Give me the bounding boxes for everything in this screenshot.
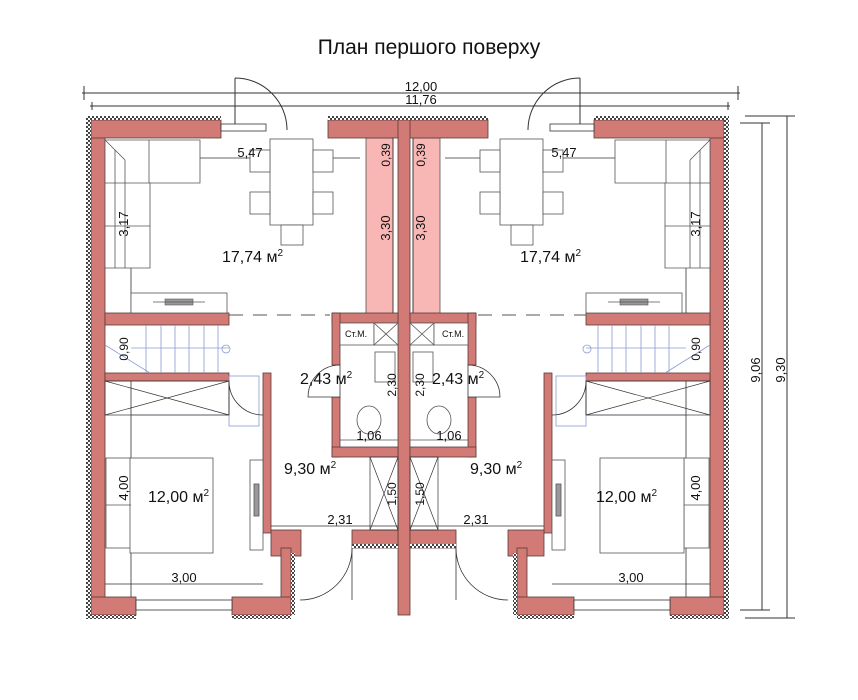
- left-hall-area: 9,30 м2: [284, 460, 337, 478]
- right-bathroom-width: 1,06: [436, 428, 461, 443]
- right-living-width: 5,47: [551, 145, 576, 160]
- right-closet-label: Ст.М.: [442, 329, 464, 339]
- left-hall-width: 2,31: [327, 512, 352, 527]
- left-bathroom-width: 1,06: [356, 428, 381, 443]
- right-living-depth: 3,17: [688, 211, 703, 236]
- right-bedroom-depth: 4,00: [688, 475, 703, 500]
- left-bedroom-width: 3,00: [171, 570, 196, 585]
- left-well-gap: 0,39: [379, 143, 393, 167]
- right-hall-area: 9,30 м2: [470, 460, 523, 478]
- right-vestibule-dim: 1,50: [413, 482, 427, 506]
- right-stair-width: 0,90: [689, 337, 703, 361]
- left-living-width: 5,47: [237, 145, 262, 160]
- sofa-right: [614, 139, 711, 269]
- left-living-depth: 3,17: [116, 211, 131, 236]
- right-bedroom-width: 3,00: [618, 570, 643, 585]
- plan-title: План першого поверху: [317, 36, 541, 59]
- right-dimensions: [740, 115, 795, 619]
- left-closet-label: Ст.М.: [345, 329, 367, 339]
- top-door-right: [527, 77, 581, 131]
- bathroom-fixtures: [339, 322, 469, 441]
- sofa-left: [104, 139, 201, 269]
- right-bathroom-area: 2,43 м2: [432, 370, 485, 388]
- right-living-area: 17,74 м2: [520, 248, 581, 266]
- wardrobe-left: [249, 459, 264, 551]
- left-vestibule-dim: 1,50: [385, 482, 399, 506]
- right-hall-width: 2,31: [463, 512, 488, 527]
- right-well-length: 3,30: [413, 215, 428, 240]
- left-bedroom-depth: 4,00: [116, 475, 131, 500]
- dim-height-inner: 9,06: [748, 357, 763, 382]
- left-living-area: 17,74 м2: [222, 248, 283, 266]
- tv-unit-right: [585, 292, 683, 314]
- right-well-gap: 0,39: [414, 143, 428, 167]
- walls: [90, 119, 725, 616]
- top-door-left: [234, 77, 288, 131]
- dining-table-left: [249, 138, 334, 246]
- right-bedroom-area: 12,00 м2: [596, 488, 657, 506]
- dim-height-outer: 9,30: [773, 357, 788, 382]
- bed-right: [599, 457, 710, 554]
- left-bathroom-area: 2,43 м2: [300, 370, 353, 388]
- left-bedroom-area: 12,00 м2: [148, 488, 209, 506]
- wardrobe-right: [551, 459, 566, 551]
- dining-table-right: [479, 138, 564, 246]
- right-bathroom-depth: 2,30: [413, 373, 427, 397]
- left-well-length: 3,30: [378, 215, 393, 240]
- tv-unit-left: [130, 292, 228, 314]
- top-dimensions: [82, 86, 740, 110]
- bed-left: [105, 457, 214, 554]
- left-bathroom-depth: 2,30: [385, 373, 399, 397]
- left-stair-width: 0,90: [117, 337, 131, 361]
- dim-width-inner: 11,76: [405, 92, 437, 107]
- insulation: [86, 116, 729, 619]
- dim-width-outer: 12,00: [405, 79, 438, 94]
